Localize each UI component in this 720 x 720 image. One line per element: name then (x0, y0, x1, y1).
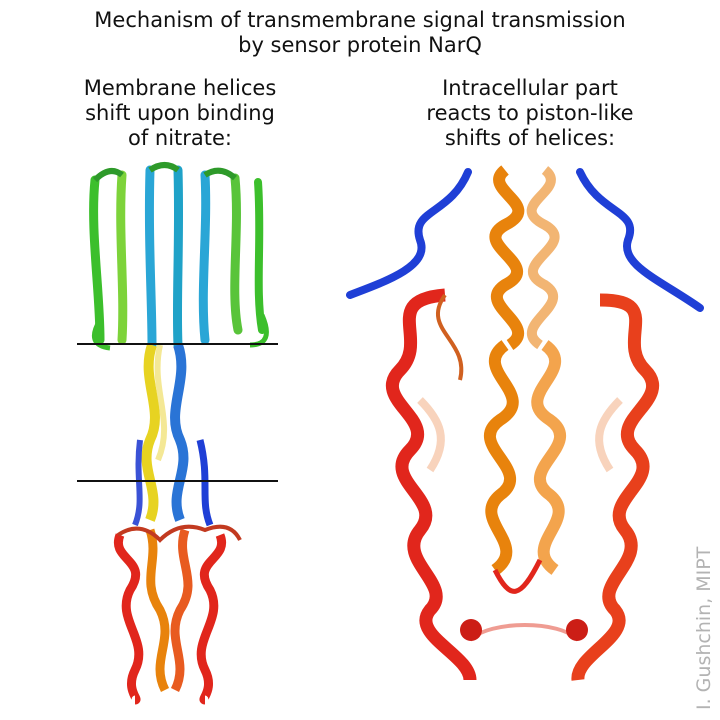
marker-sphere-right (566, 619, 588, 641)
central-orange-helices (489, 165, 560, 350)
right-caption-line-1: Intracellular part (442, 76, 618, 100)
marker-sphere-left (460, 619, 482, 641)
author-credit: I. Gushchin, MIPT (693, 546, 715, 710)
left-caption-line-3: of nitrate: (127, 126, 233, 150)
left-panel-caption: Membrane helices shift upon binding of n… (40, 76, 320, 151)
right-panel-caption: Intracellular part reacts to piston-like… (380, 76, 680, 151)
left-caption-line-2: shift upon binding (85, 101, 275, 125)
title-line-1: Mechanism of transmembrane signal transm… (94, 8, 626, 32)
periplasmic-domain (89, 162, 269, 351)
right-caption-line-2: reacts to piston-like (426, 101, 634, 125)
right-caption-line-3: shifts of helices: (444, 126, 616, 150)
hamp-helices-blue (346, 168, 704, 312)
cytoplasmic-domain (113, 524, 242, 705)
transmembrane-helices (132, 343, 214, 527)
figure-title: Mechanism of transmembrane signal transm… (0, 8, 720, 58)
title-line-2: by sensor protein NarQ (238, 33, 482, 57)
red-orange-helix-bundle (386, 288, 659, 682)
left-caption-line-1: Membrane helices (83, 76, 277, 100)
